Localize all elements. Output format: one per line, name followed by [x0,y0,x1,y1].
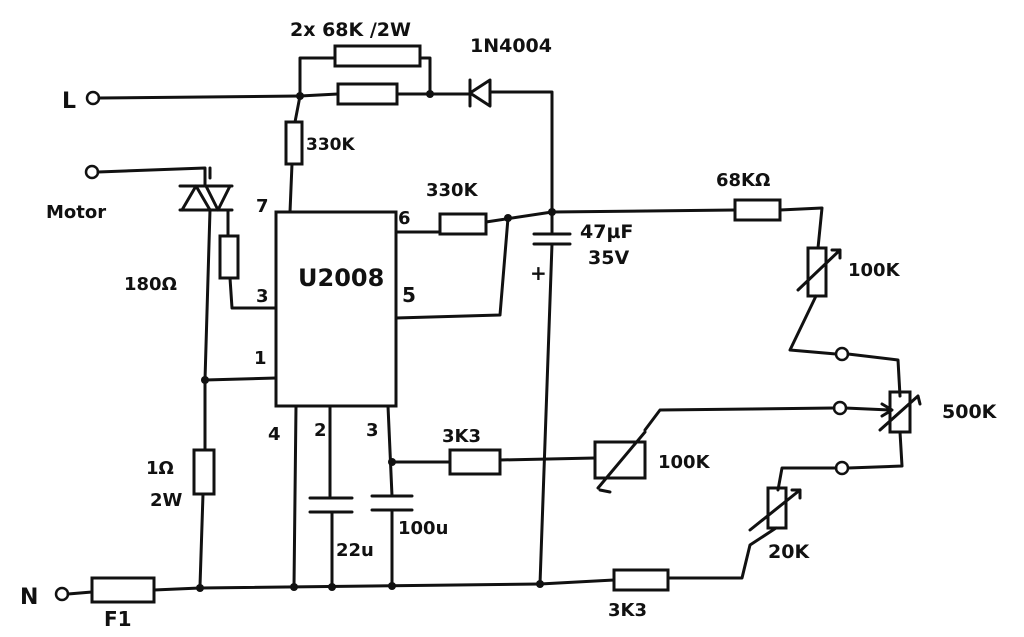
resistor-3k3-bottom [612,568,670,592]
ic-u2008 [274,210,398,408]
label-pin4: 4 [268,424,281,445]
label-pot-100k-mid: 100K [658,452,711,473]
label-330k-pin6: 330K [426,180,479,201]
resistor-330k-pin6 [438,212,488,236]
label-cap-47-v: 35V [588,247,629,269]
resistor-3k3-mid [448,448,502,476]
label-68k: 68KΩ [716,170,770,191]
label-resistors-top: 2x 68K /2W [290,19,411,41]
resistor-180 [218,234,240,280]
label-ic: U2008 [298,264,384,292]
label-fuse: F1 [104,607,132,631]
label-pin6: 6 [398,208,411,229]
triac [178,166,234,212]
label-1ohm: 1Ω [146,458,174,479]
line-L-wiring [85,56,554,212]
capacitor-47uf [532,210,572,586]
fuse-f1 [90,576,156,604]
label-motor: Motor [46,202,106,223]
label-pin2: 2 [314,420,327,441]
label-500k: 500K [942,401,998,423]
resistor-68k-right [733,198,782,222]
label-pin1: 1 [254,348,267,369]
label-pot-100k-top: 100K [848,260,901,281]
label-330k-top: 330K [306,135,355,155]
label-L: L [62,89,76,114]
label-3k3-bottom: 3K3 [608,600,647,621]
label-pin3: 3 [256,286,269,307]
label-3k3-mid: 3K3 [442,426,481,447]
resistor-68k-2 [336,82,399,106]
label-cap-plus: + [530,261,547,285]
label-pin5: 5 [402,283,416,307]
label-pin3b: 3 [366,420,379,441]
resistor-68k-1 [333,44,422,68]
pot-100k-mid [593,440,647,480]
label-N: N [20,585,38,610]
label-2w: 2W [150,490,183,511]
label-diode: 1N4004 [470,35,552,57]
capacitor-100u [370,494,414,588]
label-20k: 20K [768,541,810,563]
terminal-motor [84,164,100,180]
label-100u: 100u [398,518,448,539]
label-22u: 22u [336,540,374,561]
label-cap-47: 47µF [580,221,633,243]
terminal-N [54,586,70,602]
capacitor-22u [308,496,354,588]
terminal-L [85,90,101,106]
resistor-shunt-1ohm [192,448,216,496]
resistor-330k-top [284,120,304,166]
diode-1n4004 [468,78,492,108]
label-pin7: 7 [256,196,269,217]
label-180: 180Ω [124,274,177,295]
